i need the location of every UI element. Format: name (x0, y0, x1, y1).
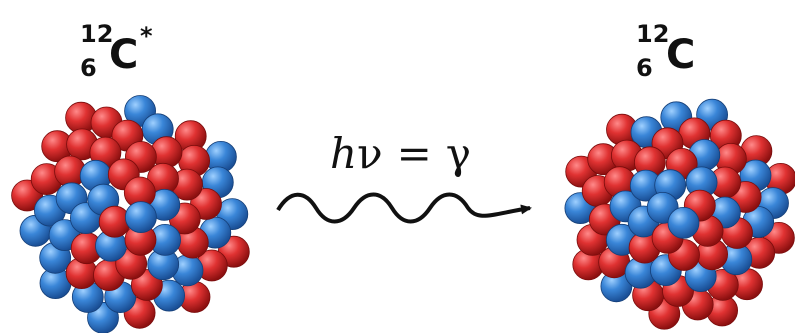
proton-sphere (98, 205, 131, 238)
photon-wavy-arrow (276, 192, 532, 224)
frequency-symbol: ν (357, 129, 383, 178)
left-isotope-label: 12 6 C * (80, 20, 153, 82)
equals-sign: = (397, 129, 432, 178)
right-nucleus (564, 98, 795, 330)
neutron-sphere (667, 206, 700, 239)
photon-equation: hν = γ (330, 129, 471, 178)
neutron-sphere (124, 201, 157, 234)
gamma-symbol: γ (446, 129, 471, 178)
left-element-symbol: C (109, 32, 138, 78)
right-atomic-number: 6 (636, 54, 653, 82)
planck-symbol: h (330, 129, 357, 178)
left-atomic-number: 6 (80, 54, 97, 82)
left-nucleus (11, 95, 250, 333)
right-element-symbol: C (666, 32, 695, 78)
svg-text:hν=γ: hν = γ (330, 129, 471, 178)
right-mass-number: 12 (636, 20, 669, 48)
right-isotope-label: 12 6 C (636, 20, 695, 82)
left-excited-marker: * (140, 22, 153, 50)
left-mass-number: 12 (80, 20, 113, 48)
